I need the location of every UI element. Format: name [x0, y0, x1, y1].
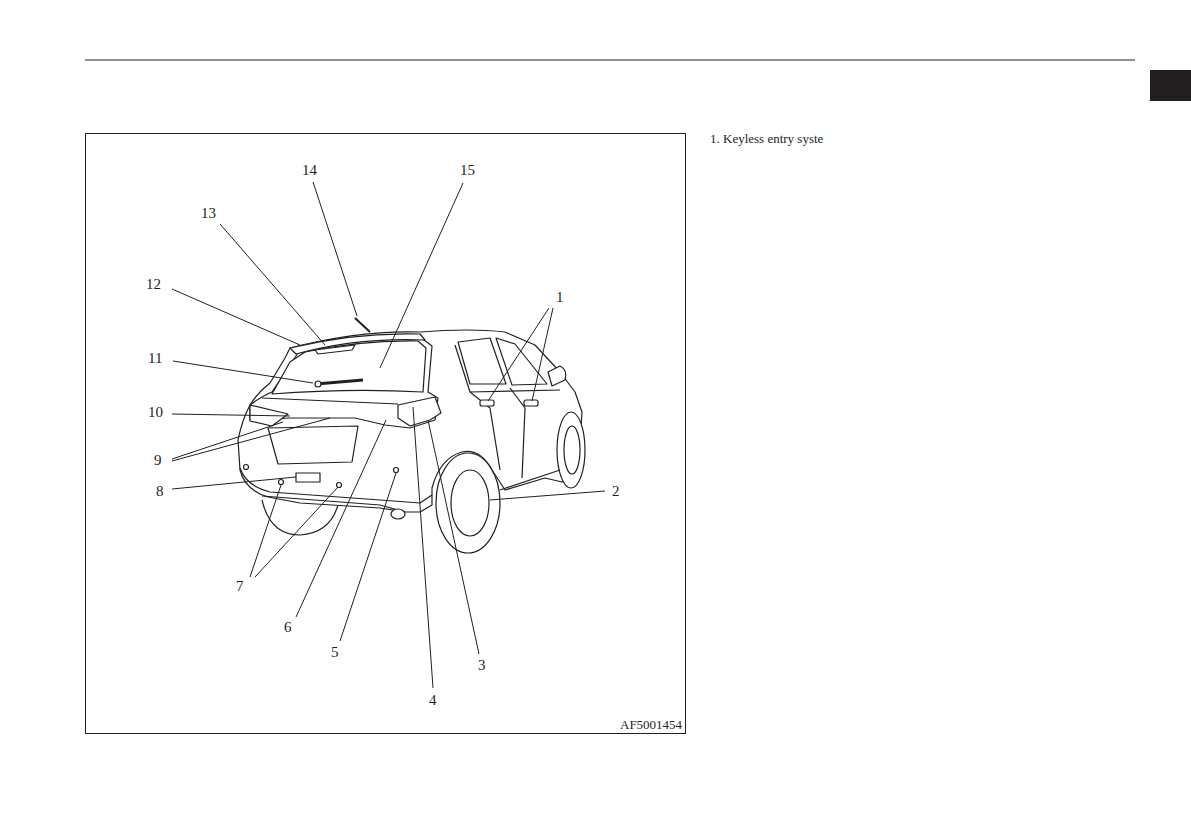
callout-number: 11: [148, 351, 162, 366]
callout-number: 13: [201, 206, 216, 221]
callout-number: 14: [302, 163, 317, 178]
callout-number: 7: [236, 579, 244, 594]
callout-number: 3: [478, 658, 486, 673]
header-rule: [85, 60, 1135, 61]
callout-number: 4: [429, 693, 437, 708]
car-drawing: [238, 318, 585, 553]
figure-code: AF5001454: [620, 718, 682, 731]
section-tab: [1150, 70, 1191, 101]
callout-number: 12: [146, 277, 161, 292]
callout-number: 10: [148, 405, 163, 420]
callout-number: 2: [612, 484, 620, 499]
callout-number: 15: [460, 163, 475, 178]
callout-number: 6: [284, 620, 292, 635]
callout-number: 8: [156, 484, 164, 499]
legend-note: 1. Keyless entry syste: [710, 132, 823, 145]
leader-lines: [172, 182, 605, 688]
callout-number: 5: [331, 645, 339, 660]
callout-number: 1: [556, 290, 564, 305]
figure-frame: [86, 134, 686, 734]
callout-number: 9: [154, 453, 162, 468]
